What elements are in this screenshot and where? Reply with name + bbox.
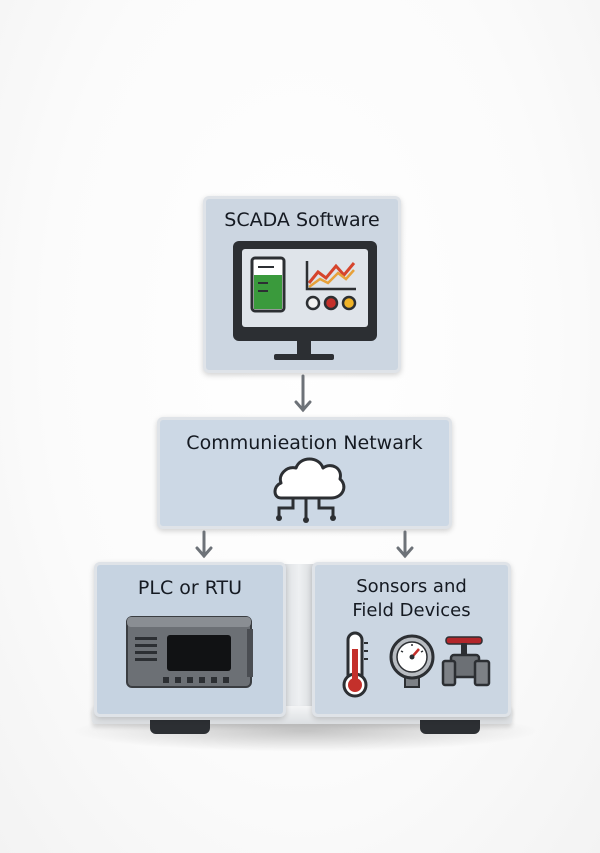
plc-side <box>247 629 253 677</box>
communication-network-node: Communieation Netwark <box>157 417 452 529</box>
base-connector <box>280 564 318 712</box>
cloud-shape <box>273 457 346 500</box>
plc-top-edge <box>127 617 251 627</box>
pressure-gauge-icon <box>389 634 435 688</box>
monitor-neck <box>297 341 311 355</box>
scada-software-label: SCADA Software <box>224 209 380 231</box>
cloud-network-icon <box>273 457 346 523</box>
network-node-left <box>276 515 282 521</box>
network-node-center <box>303 517 309 523</box>
status-light-red <box>323 295 339 311</box>
trend-line-red <box>307 262 356 284</box>
plc-module-icon <box>126 616 253 688</box>
arrow-network-to-sensors <box>396 530 414 559</box>
status-light-yellow <box>341 295 357 311</box>
monitor-base <box>274 354 334 360</box>
platform-foot-right <box>420 720 480 734</box>
chart-axes <box>305 261 356 291</box>
communication-network-label: Communieation Netwark <box>186 432 423 454</box>
status-light-white <box>305 295 321 311</box>
scada-software-node: SCADA Software <box>203 196 401 373</box>
arrow-network-to-plc <box>195 530 213 559</box>
sensors-field-devices-node: Sonsors and Field Devices <box>312 562 511 717</box>
arrow-scada-to-network <box>294 374 312 413</box>
thermometer-icon <box>342 631 368 698</box>
plc-terminals <box>163 677 229 683</box>
plc-rtu-node: PLC or RTU <box>94 562 286 717</box>
sensors-field-devices-label: Sonsors and Field Devices <box>315 575 508 623</box>
platform-foot-left <box>150 720 210 734</box>
sensors-label-line2: Field Devices <box>352 600 471 621</box>
network-line-right <box>317 498 335 516</box>
trend-line-orange <box>308 269 355 289</box>
monitor-dashboard-icon <box>233 241 377 360</box>
plc-vents <box>135 637 157 661</box>
sensors-label-line1: Sonsors and <box>356 576 467 597</box>
valve-icon <box>441 636 491 687</box>
network-node-right <box>330 515 336 521</box>
plc-display <box>167 635 231 671</box>
plc-rtu-label: PLC or RTU <box>137 577 243 599</box>
network-line-left <box>277 498 295 516</box>
